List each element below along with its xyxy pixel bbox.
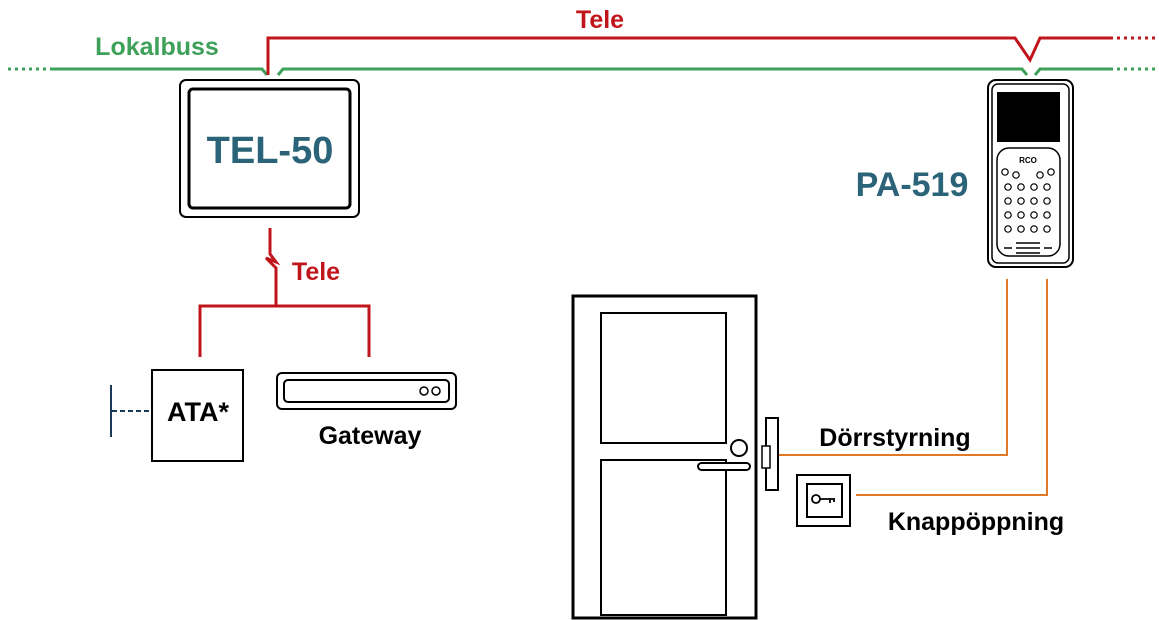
gateway-unit: Gateway [276,372,457,450]
tele-label-mid: Tele [292,258,340,286]
pa519-panel: RCO PA-519 [856,79,1074,268]
door-handle-icon [697,462,751,471]
keypad-function-button [1036,171,1044,179]
keypad-button [1004,183,1012,191]
keypad-function-button [1001,168,1009,176]
knappoppning-label: Knappöppning [888,508,1064,536]
gateway-label: Gateway [319,422,422,450]
keypad-button [1004,211,1012,219]
key-icon [811,494,835,504]
dorrstyrning-label: Dörrstyrning [819,424,970,452]
keypad-button [1030,197,1038,205]
keypad-button [1004,197,1012,205]
keypad-button [1030,183,1038,191]
keypad-button [1043,197,1051,205]
ata-unit: ATA* [110,369,244,462]
lokalbuss-line [8,67,1155,76]
door-knob-icon [730,439,748,457]
door [571,294,779,620]
tele-line-top [266,36,1155,75]
exit-button [796,474,851,527]
pa519-label: PA-519 [856,166,969,204]
keypad-button [1017,211,1025,219]
keypad-button [1017,183,1025,191]
keypad-button [1004,225,1012,233]
keypad-button [1030,211,1038,219]
keypad-button [1030,225,1038,233]
lokalbuss-label: Lokalbuss [95,33,219,61]
tele-label-top: Tele [576,6,624,34]
door-control-wiring [778,279,1048,496]
panel-speaker [1004,242,1052,254]
tel50-unit: TEL-50 [179,79,360,218]
keypad-button [1043,225,1051,233]
ata-label: ATA* [167,397,229,427]
keypad-button [1017,225,1025,233]
keypad-button [1017,197,1025,205]
keypad-function-button [1047,168,1055,176]
keypad-button [1043,211,1051,219]
panel-keypad [1001,168,1055,233]
keypad-function-button [1012,171,1020,179]
tel50-label: TEL-50 [207,130,334,172]
panel-brand: RCO [1019,156,1037,165]
keypad-button [1043,183,1051,191]
tele-line-mid [198,228,371,357]
